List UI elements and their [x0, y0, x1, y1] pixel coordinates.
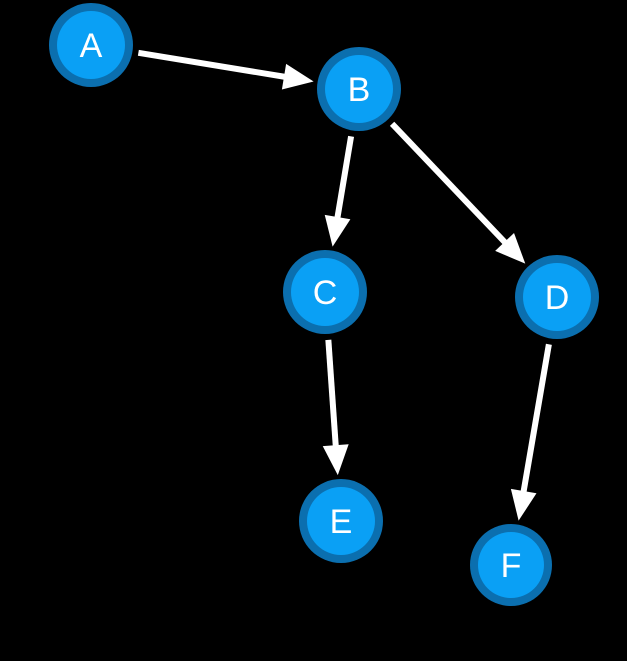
node-c[interactable]: C [283, 250, 367, 334]
node-core [291, 258, 359, 326]
edge-shaft [389, 121, 509, 246]
edge-b-to-c[interactable] [324, 135, 355, 247]
edge-shaft [334, 135, 355, 220]
node-core [523, 263, 591, 331]
arrowhead-icon [495, 232, 526, 264]
node-e[interactable]: E [299, 479, 383, 563]
edge-b-to-d[interactable] [389, 121, 526, 264]
edges-layer [137, 49, 552, 521]
node-core [57, 11, 125, 79]
node-b[interactable]: B [317, 47, 401, 131]
arrowhead-icon [510, 488, 537, 521]
arrowhead-icon [281, 63, 314, 90]
node-core [325, 55, 393, 123]
node-f[interactable]: F [470, 524, 552, 606]
arrowhead-icon [324, 214, 351, 247]
edge-shaft [325, 339, 339, 448]
nodes-layer: A B C D E F [49, 3, 599, 606]
node-core [307, 487, 375, 555]
node-d[interactable]: D [515, 255, 599, 339]
edge-d-to-f[interactable] [510, 343, 552, 521]
edge-c-to-e[interactable] [322, 339, 349, 476]
edge-shaft [137, 49, 287, 80]
edge-a-to-b[interactable] [137, 49, 314, 90]
node-core [478, 532, 544, 598]
edge-shaft [520, 343, 552, 494]
arrowhead-icon [322, 444, 349, 476]
node-a[interactable]: A [49, 3, 133, 87]
